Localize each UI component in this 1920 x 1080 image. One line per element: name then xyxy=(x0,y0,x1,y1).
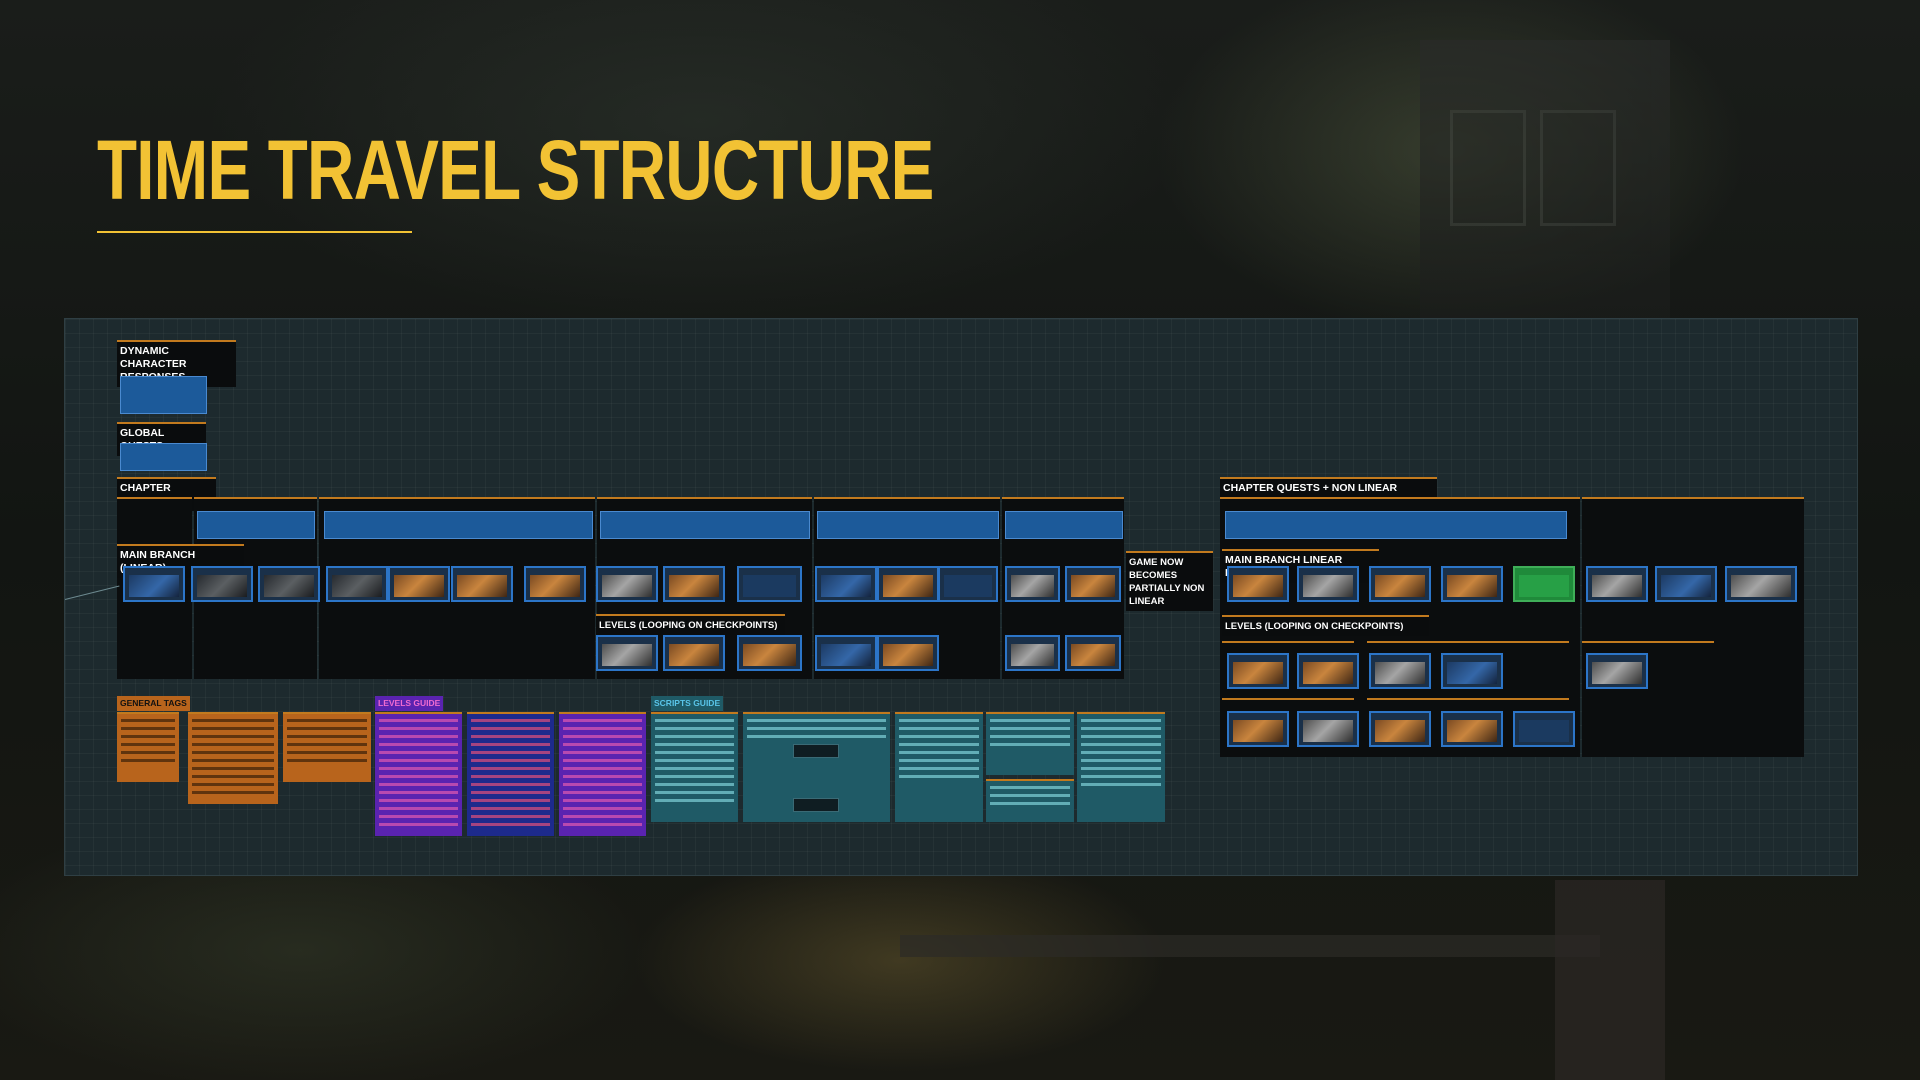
flow-level-thumb[interactable] xyxy=(1725,566,1797,602)
loop-level-thumb[interactable] xyxy=(737,635,802,671)
flow-level-thumb-highlight[interactable] xyxy=(1513,566,1575,602)
scripts-guide-card[interactable] xyxy=(1077,712,1165,822)
scripts-guide-card[interactable] xyxy=(895,712,983,822)
general-tags-card[interactable] xyxy=(283,712,371,782)
label-general-tags: GENERAL TAGS xyxy=(117,696,190,711)
global-quests-node[interactable] xyxy=(120,443,207,471)
level-thumb[interactable] xyxy=(938,566,998,602)
note-game-partially-non-linear: GAME NOW BECOMES PARTIALLY NON LINEAR xyxy=(1126,551,1213,611)
label-levels-looping: LEVELS (LOOPING ON CHECKPOINTS) xyxy=(596,614,785,635)
label-levels-guide: LEVELS GUIDE xyxy=(375,696,444,711)
flow-level-thumb[interactable] xyxy=(1369,566,1431,602)
level-thumb[interactable] xyxy=(877,566,939,602)
level-thumb[interactable] xyxy=(258,566,320,602)
background-fence xyxy=(900,935,1600,957)
flow-level-thumb[interactable] xyxy=(1297,566,1359,602)
loop-right-thumb[interactable] xyxy=(1369,711,1431,747)
level-thumb[interactable] xyxy=(1005,566,1060,602)
flow-level-thumb[interactable] xyxy=(1227,566,1289,602)
loop-right-thumb[interactable] xyxy=(1586,653,1648,689)
label-scripts-guide: SCRIPTS GUIDE xyxy=(651,696,724,711)
levels-guide-card[interactable] xyxy=(375,712,462,836)
level-thumb[interactable] xyxy=(663,566,725,602)
general-tags-card[interactable] xyxy=(188,712,278,804)
scripts-guide-card[interactable] xyxy=(986,712,1074,775)
flow-level-thumb[interactable] xyxy=(1586,566,1648,602)
flow-level-thumb[interactable] xyxy=(1655,566,1717,602)
levels-guide-card[interactable] xyxy=(467,712,554,836)
chapter-quest-bar-5[interactable] xyxy=(1005,511,1123,539)
loop-right-thumb[interactable] xyxy=(1297,653,1359,689)
chapter-block-right-2 xyxy=(1582,497,1804,757)
loop-right-thumb[interactable] xyxy=(1227,653,1289,689)
scripts-guide-card[interactable] xyxy=(651,712,738,822)
level-thumb[interactable] xyxy=(1065,566,1121,602)
scripts-guide-card[interactable] xyxy=(986,779,1074,822)
script-node[interactable] xyxy=(793,744,839,758)
level-thumb[interactable] xyxy=(191,566,253,602)
page-title: TIME TRAVEL STRUCTURE xyxy=(97,123,934,217)
background-tree-trunk xyxy=(1555,880,1665,1080)
title-underline xyxy=(97,231,412,233)
loop-right-thumb[interactable] xyxy=(1441,653,1503,689)
scripts-guide-card[interactable] xyxy=(743,712,890,822)
chapter-quest-bar-3[interactable] xyxy=(600,511,810,539)
loop-right-thumb[interactable] xyxy=(1513,711,1575,747)
level-thumb[interactable] xyxy=(524,566,586,602)
quest-board[interactable]: DYNAMIC CHARACTER RESPONSES GLOBAL QUEST… xyxy=(64,318,1858,876)
dynamic-responses-node[interactable] xyxy=(120,376,207,414)
label-levels-looping-right: LEVELS (LOOPING ON CHECKPOINTS) xyxy=(1222,615,1429,636)
level-thumb[interactable] xyxy=(388,566,450,602)
loop-level-thumb[interactable] xyxy=(1065,635,1121,671)
loop-right-thumb[interactable] xyxy=(1297,711,1359,747)
level-thumb[interactable] xyxy=(123,566,185,602)
loop-level-thumb[interactable] xyxy=(815,635,877,671)
levels-guide-card[interactable] xyxy=(559,712,646,836)
script-node[interactable] xyxy=(793,798,839,812)
chapter-quest-bar-1[interactable] xyxy=(197,511,315,539)
loop-level-thumb[interactable] xyxy=(877,635,939,671)
level-thumb[interactable] xyxy=(737,566,802,602)
chapter-quest-bar-4[interactable] xyxy=(817,511,999,539)
level-thumb[interactable] xyxy=(451,566,513,602)
loop-level-thumb[interactable] xyxy=(1005,635,1060,671)
background-house xyxy=(1420,40,1670,320)
loop-level-thumb[interactable] xyxy=(663,635,725,671)
level-thumb[interactable] xyxy=(815,566,877,602)
loop-level-thumb[interactable] xyxy=(596,635,658,671)
loop-right-thumb[interactable] xyxy=(1227,711,1289,747)
level-thumb[interactable] xyxy=(596,566,658,602)
level-thumb[interactable] xyxy=(326,566,388,602)
general-tags-card[interactable] xyxy=(117,712,179,782)
flow-level-thumb[interactable] xyxy=(1441,566,1503,602)
chapter-quest-bar-2[interactable] xyxy=(324,511,593,539)
chapter-quest-bar-right[interactable] xyxy=(1225,511,1567,539)
connector-line xyxy=(64,585,120,600)
loop-right-thumb[interactable] xyxy=(1369,653,1431,689)
loop-right-thumb[interactable] xyxy=(1441,711,1503,747)
